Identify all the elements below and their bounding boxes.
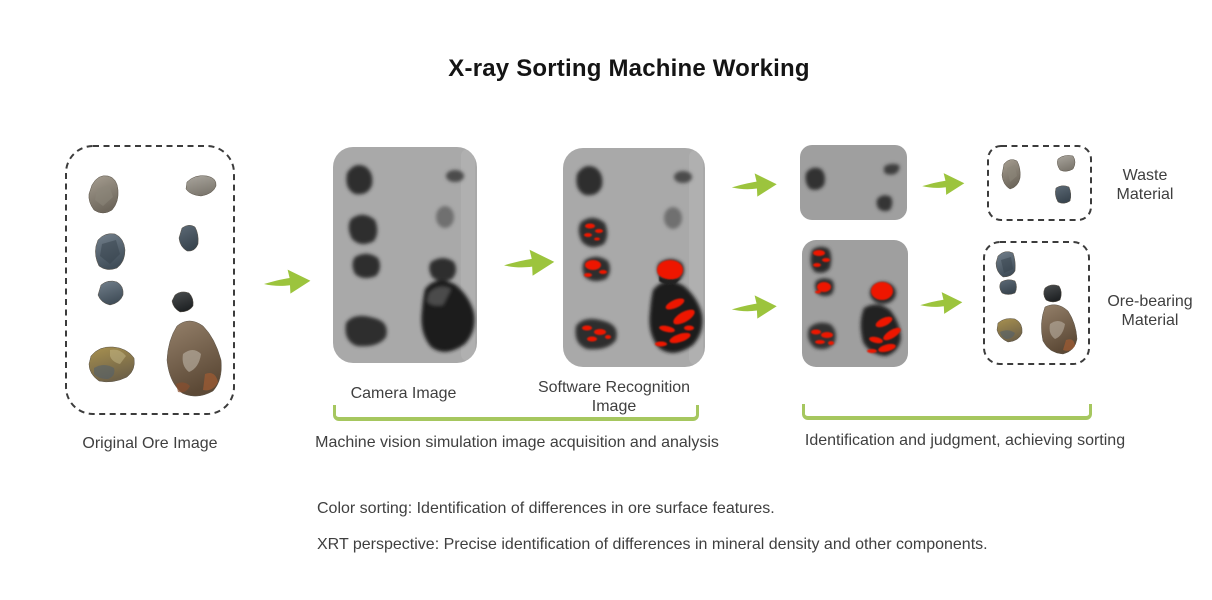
arrow-right-icon <box>731 295 777 319</box>
arrow-right-icon <box>504 249 555 276</box>
color-sorting-note: Color sorting: Identification of differe… <box>317 500 775 517</box>
sorting-bracket <box>802 404 1092 420</box>
arrow-right-icon <box>264 269 311 294</box>
arrow-right-icon <box>731 173 777 197</box>
sorting-caption: Identification and judgment, achieving s… <box>804 432 1126 449</box>
ore-highlights <box>811 250 901 353</box>
original-ore-image <box>65 145 235 415</box>
waste-material-image <box>987 145 1092 221</box>
vision-caption: Machine vision simulation image acquisit… <box>315 434 719 451</box>
ore-bearing-xray-image <box>802 240 908 367</box>
page-title: X-ray Sorting Machine Working <box>448 55 810 82</box>
waste-material-label: Waste Material <box>1116 167 1174 203</box>
software-recognition-image <box>563 148 705 367</box>
arrow-right-icon <box>920 292 963 314</box>
arrow-right-icon <box>922 173 965 195</box>
recognition-highlights <box>582 223 695 347</box>
camera-image-label: Camera Image <box>350 385 457 402</box>
waste-xray-image <box>800 145 907 220</box>
ore-bearing-material-label: Ore-bearing Material <box>1107 293 1193 329</box>
xrt-note: XRT perspective: Precise identification … <box>317 536 988 553</box>
vision-bracket <box>333 405 699 421</box>
software-recognition-image-label: Software Recognition Image <box>537 379 691 415</box>
camera-image <box>333 147 477 363</box>
ore-bearing-material-image <box>983 241 1090 365</box>
original-ore-image-label: Original Ore Image <box>82 435 218 452</box>
